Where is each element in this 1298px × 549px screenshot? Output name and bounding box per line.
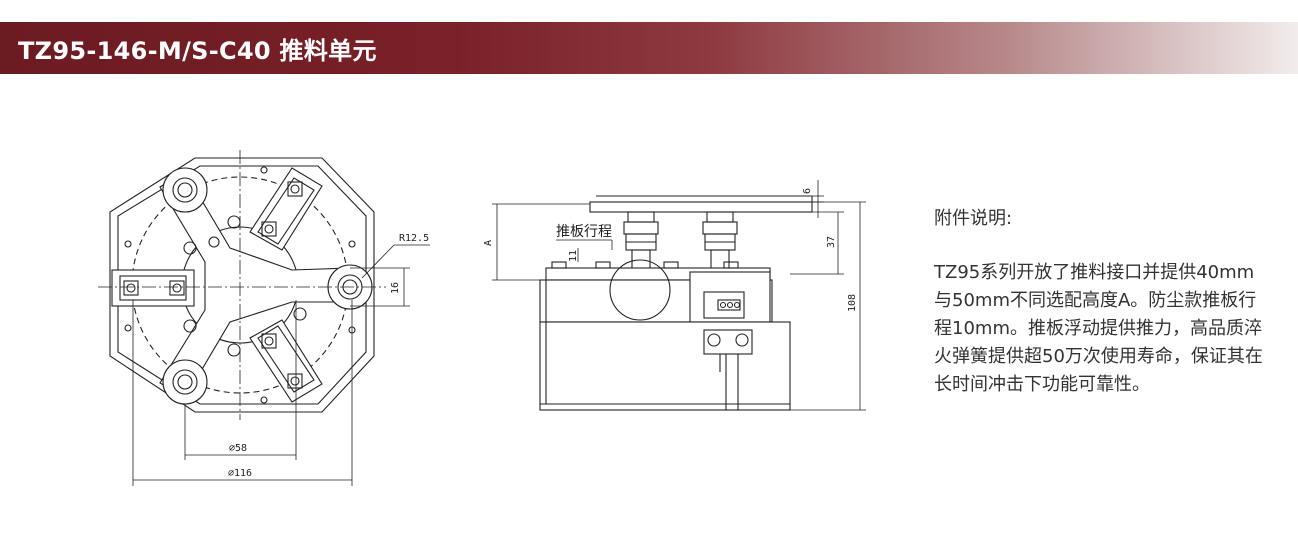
- lower-body: [539, 321, 791, 411]
- dim-11: 11: [568, 250, 579, 262]
- clamp-block-bottom: [249, 319, 323, 403]
- clamp-block-left: [111, 269, 195, 307]
- page-title: TZ95-146-M/S-C40 推料单元: [18, 37, 377, 65]
- side-view: [492, 180, 866, 411]
- push-plate-stroke-label: 推板行程: [556, 224, 612, 240]
- description-panel: 附件说明: TZ95系列开放了推料接口并提供40mm与50mm不同选配高度A。防…: [934, 206, 1274, 399]
- dim-r12-5: R12.5: [399, 233, 429, 244]
- dim-16: 16: [390, 282, 401, 294]
- description-body: TZ95系列开放了推料接口并提供40mm与50mm不同选配高度A。防尘款推板行程…: [934, 262, 1263, 395]
- octagon-body: [109, 157, 375, 413]
- dim-108: 108: [847, 294, 858, 312]
- dim-6: 6: [802, 188, 813, 194]
- three-arm-plate: [159, 171, 353, 399]
- title-bar: TZ95-146-M/S-C40 推料单元: [0, 22, 1298, 74]
- push-plate: [589, 201, 813, 213]
- clamp-block-top: [249, 167, 323, 251]
- top-view: [98, 150, 430, 486]
- dim-58: ⌀58: [229, 443, 247, 454]
- dim-a: A: [483, 240, 494, 246]
- description-heading: 附件说明:: [934, 208, 1013, 229]
- dim-116: ⌀116: [228, 468, 252, 479]
- dim-37: 37: [826, 236, 837, 248]
